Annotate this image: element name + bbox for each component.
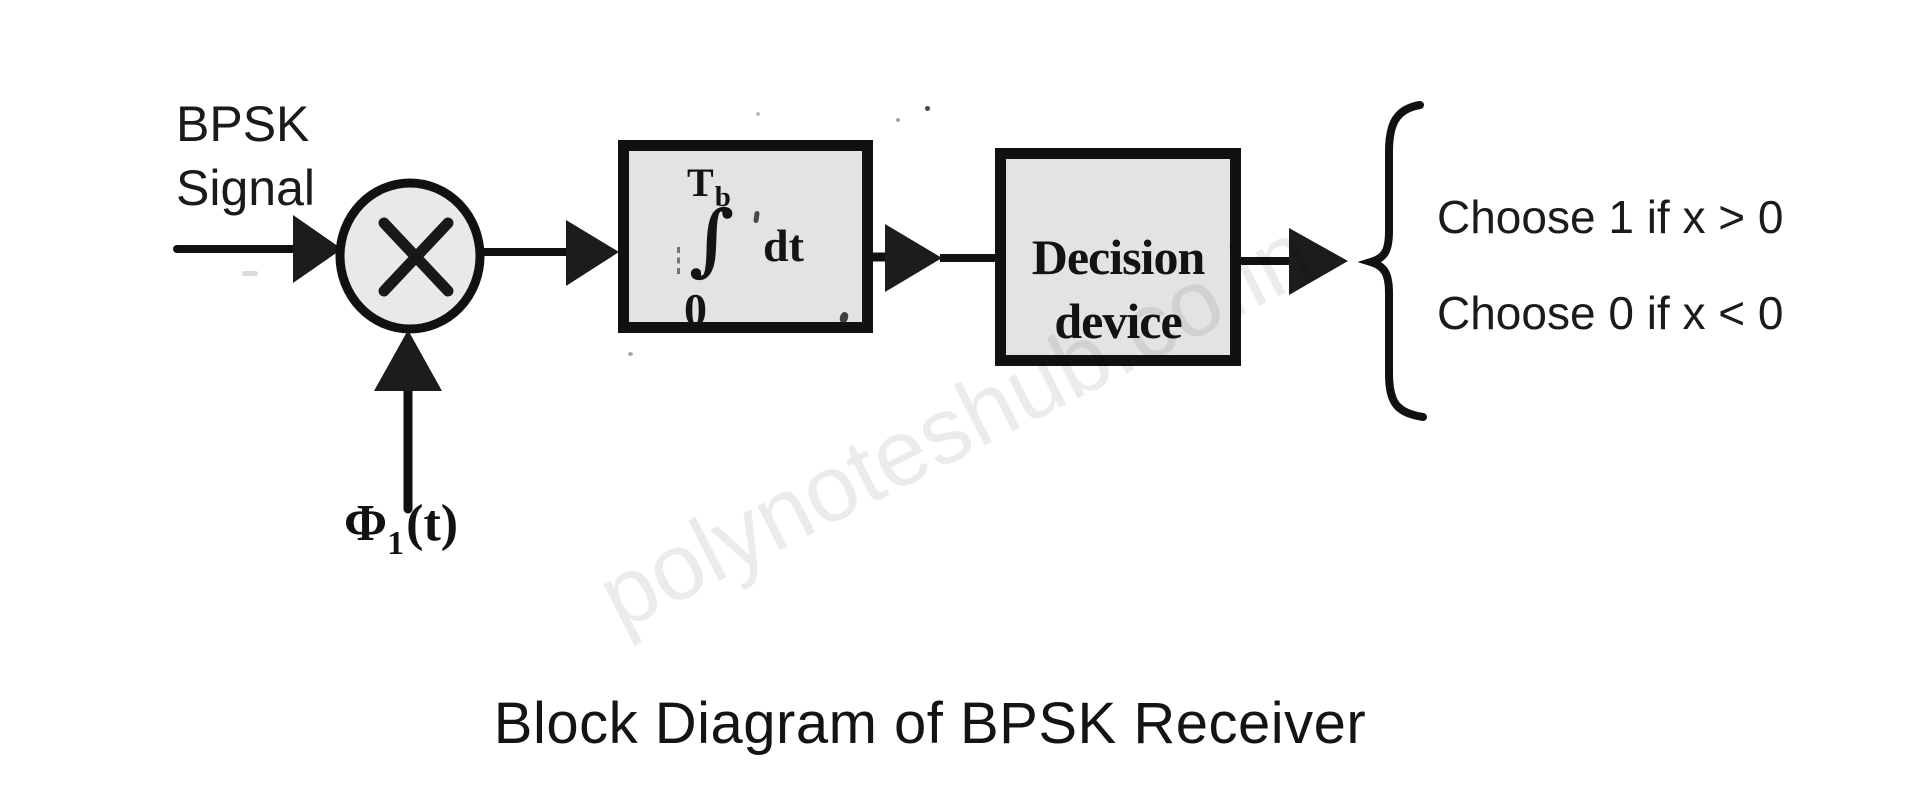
output-rule-2: Choose 0 if x < 0: [1437, 287, 1784, 339]
scan-dashed-mark: [677, 247, 680, 274]
decision-input-arrowhead-icon: [885, 224, 942, 292]
diagram-caption: Block Diagram of BPSK Receiver: [493, 691, 1367, 756]
scan-speck: [628, 352, 633, 356]
carrier-subscript: 1: [387, 525, 405, 562]
integrator-input-arrowhead-icon: [566, 220, 619, 286]
output-curly-brace: [1357, 101, 1427, 421]
input-signal-label-line1: BPSK: [176, 96, 310, 152]
integrator-upper-limit: Tb: [687, 160, 731, 213]
scan-speck: [242, 271, 258, 276]
decision-device-label-line1: Decision: [1031, 229, 1206, 285]
integrator-lower-limit: 0: [684, 284, 707, 335]
integrator-upper-limit-subscript: b: [714, 181, 731, 213]
output-arrowhead-icon: [1289, 228, 1348, 295]
integrator-integrand: dt: [763, 220, 804, 271]
input-arrowhead-icon: [293, 215, 342, 283]
carrier-symbol: Φ: [344, 495, 388, 552]
integral-sign: ∫: [689, 194, 735, 285]
multiplier-x-stroke-2: [378, 217, 454, 297]
integrator-block: Tb ∫ 0 dt: [618, 140, 873, 333]
scan-speck: [896, 118, 900, 122]
output-rule-1: Choose 1 if x > 0: [1437, 191, 1784, 243]
input-signal-label-line2: Signal: [176, 160, 315, 216]
decision-device-label-line2: device: [1054, 293, 1182, 349]
carrier-arrowhead-icon: [374, 330, 442, 391]
decision-device-block: Decision device: [995, 148, 1241, 366]
input-signal-label: BPSK Signal: [176, 92, 315, 220]
scan-speck: [756, 112, 760, 116]
carrier-argument: (t): [406, 495, 459, 552]
scan-speck: [925, 106, 930, 111]
carrier-reference-label: Φ1(t): [344, 498, 458, 561]
